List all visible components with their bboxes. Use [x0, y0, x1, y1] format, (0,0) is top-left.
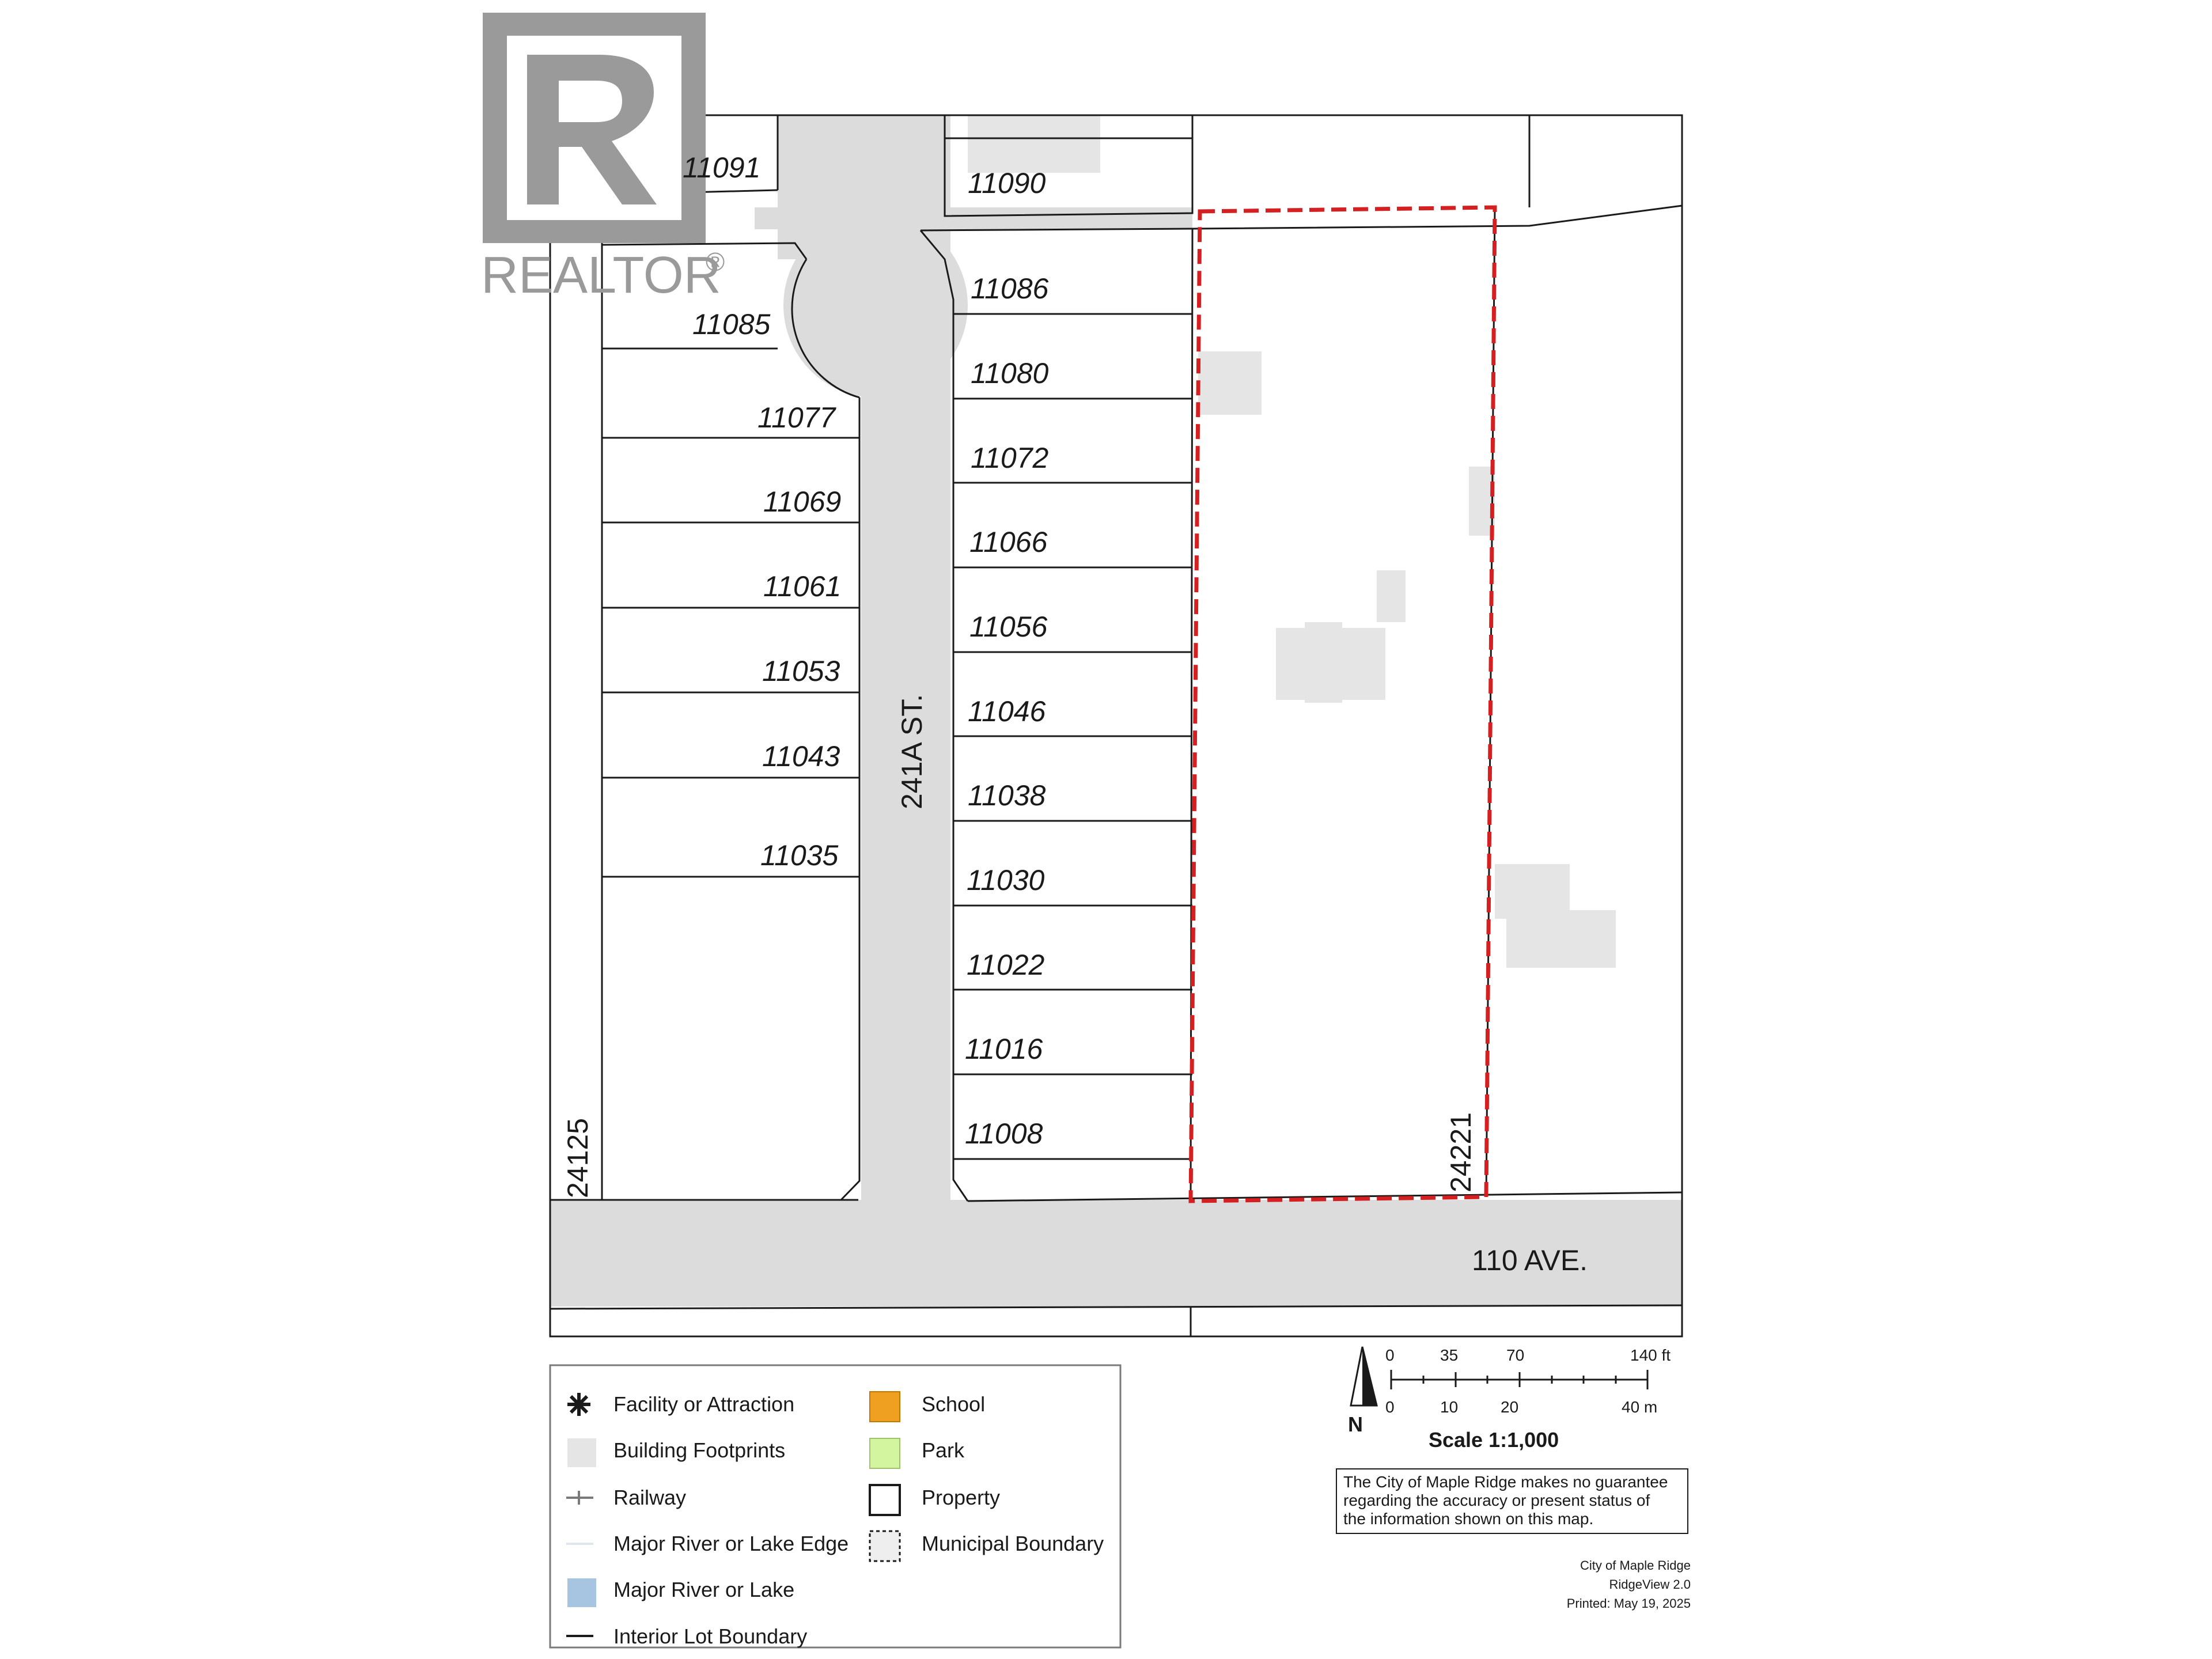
subject-property-outline — [1188, 205, 1497, 1203]
lot-label: 11072 — [971, 442, 1049, 474]
subject-lot-label: 24221 — [1445, 1112, 1477, 1192]
school-swatch — [869, 1391, 900, 1422]
legend-label: Interior Lot Boundary — [613, 1624, 807, 1648]
scale-ft-tick: 70 — [1506, 1346, 1524, 1364]
lot-boundary — [840, 397, 861, 1201]
lot-boundary — [550, 214, 603, 1200]
north-label: N — [1348, 1412, 1363, 1436]
street-label-241a-st: 241A ST. — [896, 694, 928, 809]
scale-m-tick: 10 — [1440, 1398, 1458, 1416]
lot-label: 11053 — [762, 655, 840, 687]
building-footprint — [1198, 351, 1262, 415]
map-legend: Facility or Attraction Building Footprin… — [549, 1364, 1122, 1649]
lot-label: 11056 — [969, 611, 1048, 643]
disclaimer-box: The City of Maple Ridge makes no guarant… — [1336, 1468, 1688, 1534]
credit-line: Printed: May 19, 2025 — [1567, 1596, 1691, 1611]
scale-bar: 0 35 70 140 ft 0 10 20 40 m Scale 1:1,00… — [1385, 1346, 1671, 1452]
lot-label: 11066 — [969, 526, 1048, 558]
scale-m-tick: 0 — [1385, 1398, 1395, 1416]
legend-label: Facility or Attraction — [613, 1392, 794, 1416]
scale-ft-tick: 140 ft — [1630, 1346, 1671, 1364]
lot-labels: 11091 11085 11077 11069 11061 11053 1104… — [562, 151, 1477, 1198]
lot-label: 11038 — [968, 779, 1046, 812]
road-110-ave — [550, 1200, 1682, 1306]
lot-label: 24125 — [562, 1118, 594, 1198]
lot-boundary — [919, 230, 969, 1202]
road-cul-de-sac — [783, 213, 968, 397]
lot-boundary — [791, 259, 860, 399]
realtor-logo-r-icon — [527, 55, 657, 204]
disclaimer-line: the information shown on this map. — [1343, 1510, 1593, 1528]
lot-boundary — [1190, 228, 1194, 1202]
building-footprint — [968, 115, 1100, 173]
credit-line: City of Maple Ridge — [1580, 1558, 1691, 1573]
lake-swatch — [567, 1578, 596, 1607]
realtor-wordmark: REALTOR — [481, 247, 721, 304]
lot-boundary — [920, 204, 1683, 232]
credit-line: RidgeView 2.0 — [1609, 1577, 1691, 1592]
scale-m-tick: 20 — [1501, 1398, 1518, 1416]
road-edge — [550, 1304, 1683, 1310]
lot-label: 11091 — [683, 151, 760, 184]
legend-label: School — [922, 1392, 985, 1416]
municipal-boundary-swatch — [869, 1530, 901, 1562]
scale-ft-tick: 0 — [1385, 1346, 1395, 1364]
building-swatch — [567, 1438, 596, 1467]
lot-label: 11086 — [971, 272, 1049, 305]
legend-label: Major River or Lake — [613, 1578, 794, 1601]
building-footprint — [1495, 864, 1570, 919]
lot-label: 11077 — [757, 402, 837, 434]
lot-boundary — [944, 115, 1194, 217]
building-footprint — [1506, 910, 1616, 968]
park-swatch — [869, 1438, 900, 1469]
north-arrow: N — [1348, 1346, 1378, 1436]
north-arrow-fill — [1362, 1347, 1377, 1406]
legend-label: Major River or Lake Edge — [613, 1532, 849, 1555]
lot-label: 11035 — [760, 839, 839, 872]
print-credits: City of Maple Ridge RidgeView 2.0 Printe… — [1567, 1558, 1691, 1611]
property-swatch — [869, 1484, 901, 1516]
realtor-registered-mark: ® — [706, 247, 725, 276]
legend-label: Municipal Boundary — [922, 1532, 1104, 1555]
road-241a-st — [861, 242, 950, 1210]
map-frame — [549, 114, 1683, 1338]
lot-label: 11046 — [968, 695, 1046, 728]
street-label-110-ave: 110 AVE. — [1472, 1244, 1588, 1277]
building-footprint — [1305, 622, 1342, 703]
lot-label: 11016 — [965, 1033, 1043, 1065]
building-footprint — [1469, 467, 1495, 536]
road-north-strip — [755, 207, 1192, 229]
realtor-watermark: REALTOR ® — [481, 13, 725, 304]
lot-label: 11061 — [763, 570, 841, 603]
scale-ft-tick: 35 — [1440, 1346, 1458, 1364]
disclaimer-line: regarding the accuracy or present status… — [1343, 1491, 1650, 1509]
legend-label: Building Footprints — [613, 1438, 785, 1462]
lot-label: 11022 — [967, 949, 1045, 981]
railway-icon — [566, 1491, 593, 1505]
disclaimer-frame — [1336, 1468, 1688, 1534]
lot-label: 11043 — [762, 740, 840, 772]
road-edge — [967, 1191, 1683, 1202]
disclaimer-line: The City of Maple Ridge makes no guarant… — [1343, 1473, 1668, 1491]
lot-label: 11008 — [965, 1118, 1043, 1150]
lot-label: 11069 — [763, 486, 841, 518]
legend-label: Park — [922, 1438, 965, 1462]
scale-ratio: Scale 1:1,000 — [1429, 1428, 1559, 1452]
lot-label: 11085 — [692, 308, 771, 340]
building-footprint — [1377, 570, 1406, 622]
legend-label: Railway — [613, 1486, 686, 1509]
road-network — [550, 115, 1682, 1306]
legend-label: Property — [922, 1486, 1000, 1509]
lot-boundary — [601, 242, 808, 260]
lot-label: 11080 — [971, 357, 1049, 389]
scale-m-tick: 40 m — [1622, 1398, 1657, 1416]
lot-label: 11090 — [968, 167, 1046, 199]
lot-label: 11030 — [967, 864, 1045, 896]
asterisk-icon — [567, 1393, 590, 1416]
legend-frame — [549, 1364, 1122, 1649]
